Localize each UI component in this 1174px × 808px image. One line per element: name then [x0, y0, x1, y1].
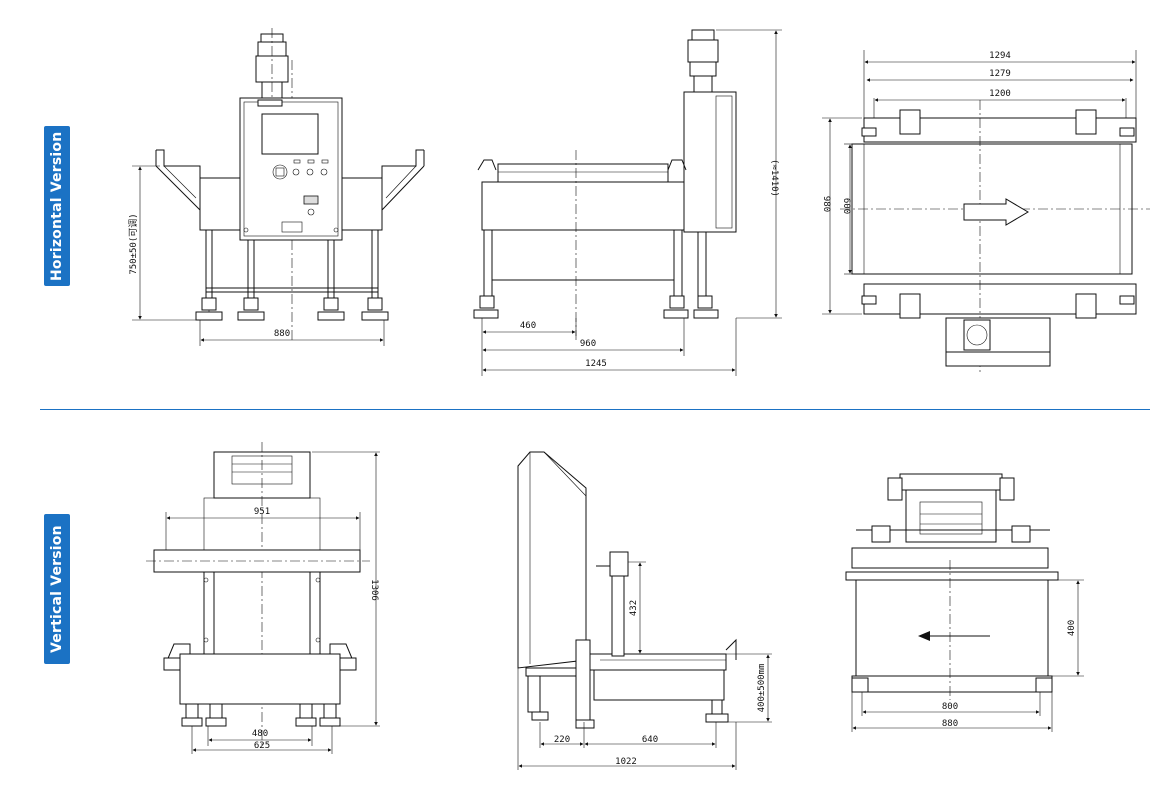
dim-h-front-height: 750±50(可调)	[128, 213, 139, 274]
dim-h-top-980: 980	[821, 196, 831, 212]
dim-v-top-800: 800	[942, 702, 958, 712]
dim-v-side-640: 640	[642, 735, 658, 745]
h-front-view: 880 750±50(可调)	[128, 28, 425, 346]
dim-h-top-1200: 1200	[989, 89, 1011, 99]
v-front-view: 951 1306 480 625	[146, 442, 380, 754]
dim-v-side-220: 220	[554, 735, 570, 745]
dim-v-front-480: 480	[252, 729, 268, 739]
section-divider	[40, 409, 1150, 410]
h-side-view: 460 960 1245 (≈1410)	[473, 29, 782, 376]
dim-v-front-1306: 1306	[369, 579, 379, 601]
dim-v-top-400: 400	[1067, 620, 1077, 636]
dim-v-front-951: 951	[254, 507, 270, 517]
v-top-view: 400 800 880	[845, 473, 1084, 732]
dim-h-front-width: 880	[274, 329, 290, 339]
dim-h-side-960: 960	[580, 339, 596, 349]
dim-h-top-600: 600	[841, 198, 851, 214]
dim-h-top-1294: 1294	[989, 51, 1011, 61]
v-side-view: 432 400±500mm 220 640 1022	[517, 451, 772, 770]
dim-v-side-400500: 400±500mm	[757, 664, 767, 713]
h-top-view: 1294 1279 1200 980 600	[821, 50, 1150, 372]
dim-v-side-1022: 1022	[615, 757, 637, 767]
dim-v-top-880: 880	[942, 719, 958, 729]
dim-h-side-1245: 1245	[585, 359, 607, 369]
dim-h-top-1279: 1279	[989, 69, 1011, 79]
dim-h-side-height: (≈1410)	[769, 159, 779, 197]
dim-v-front-625: 625	[254, 741, 270, 751]
dim-v-side-432: 432	[629, 600, 639, 616]
dim-h-side-460: 460	[520, 321, 536, 331]
